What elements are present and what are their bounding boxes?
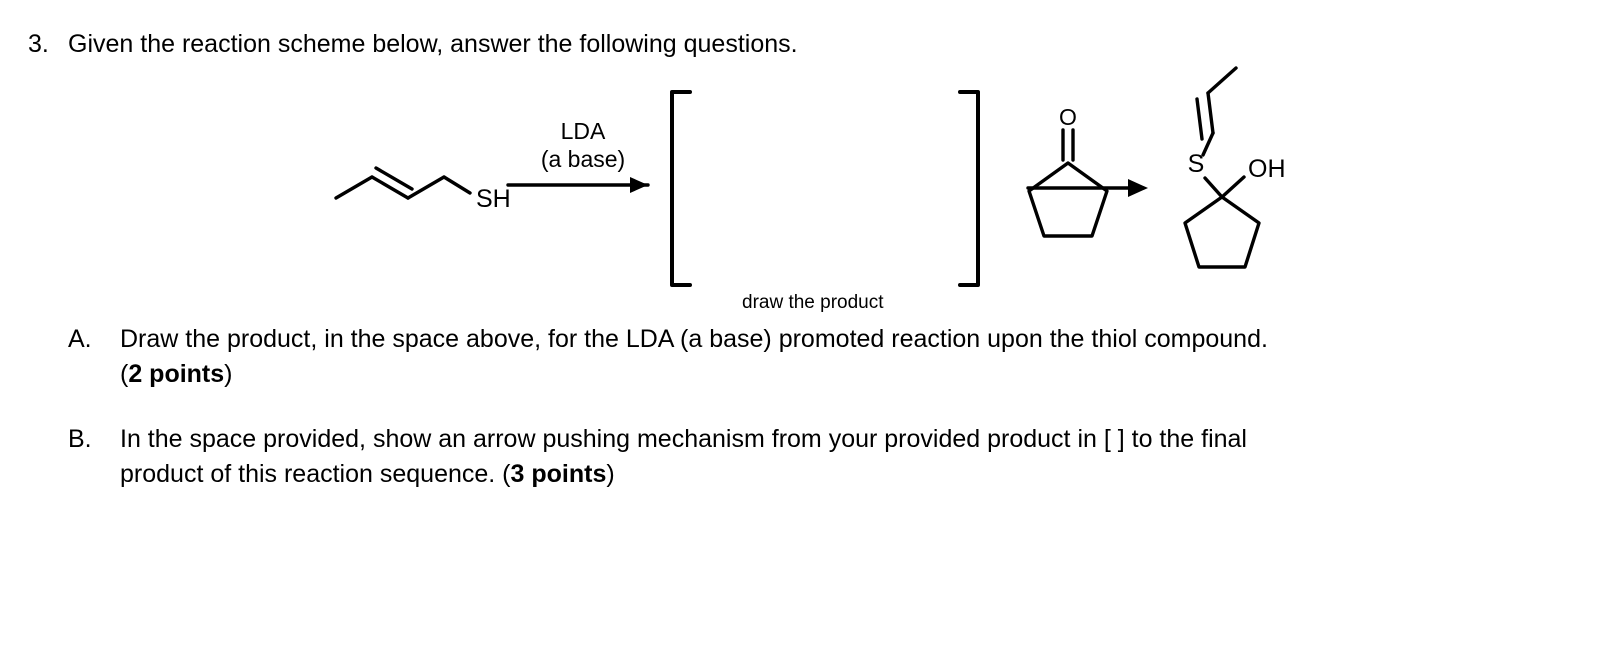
subquestion-a-paren-close: ) (224, 359, 233, 388)
subquestion-a-letter: A. (68, 325, 92, 353)
reactant-label-sh: SH (476, 185, 511, 213)
product-label-s: S (1188, 150, 1205, 178)
subquestion-a-line1: Draw the product, in the space above, fo… (120, 325, 1268, 353)
subquestion-a-paren-open: ( (120, 359, 129, 388)
product-structure-thioether-cyclopentanol (1183, 66, 1261, 269)
carbonyl-oxygen-label: O (1059, 104, 1077, 130)
subquestion-a-body: Draw the product, in the space above, fo… (120, 322, 1268, 391)
intermediate-bracket-left (670, 90, 692, 287)
reaction-scheme-svg: SH LDA (a base) (334, 66, 1286, 287)
subquestion-b-body: In the space provided, show an arrow pus… (120, 422, 1247, 491)
subquestion-a-points: 2 points (128, 359, 225, 388)
subquestion-b: B. In the space provided, show an arrow … (68, 422, 1247, 491)
reaction-arrow-1 (506, 177, 650, 193)
reagent-label-a-base: (a base) (541, 146, 625, 172)
subquestion-a-line2: (2 points) (120, 357, 1268, 392)
subquestion-b-points: 3 points (510, 459, 607, 488)
question-stem-text: Given the reaction scheme below, answer … (68, 30, 798, 58)
reagent-label-lda: LDA (561, 118, 606, 144)
subquestion-b-line2-prefix: product of this reaction sequence. ( (120, 459, 511, 488)
reaction-arrow-2 (1026, 179, 1148, 197)
question-stem: 3. Given the reaction scheme below, answ… (28, 30, 798, 60)
reactant-structure-crotyl-thiol (334, 166, 472, 200)
intermediate-bracket-right (958, 90, 980, 287)
reaction-scheme: SH LDA (a base) (0, 55, 1610, 320)
subquestion-b-letter: B. (68, 425, 92, 453)
reagent-structure-cyclopentanone (1027, 128, 1109, 238)
question-number: 3. (28, 30, 49, 58)
subquestion-b-line1: In the space provided, show an arrow pus… (120, 425, 1247, 453)
product-label-oh: OH (1248, 155, 1286, 183)
subquestion-a: A. Draw the product, in the space above,… (68, 322, 1268, 391)
subquestion-b-line2: product of this reaction sequence. (3 po… (120, 457, 1247, 492)
bracket-caption: draw the product (742, 292, 884, 313)
subquestion-b-paren-close: ) (606, 459, 615, 488)
